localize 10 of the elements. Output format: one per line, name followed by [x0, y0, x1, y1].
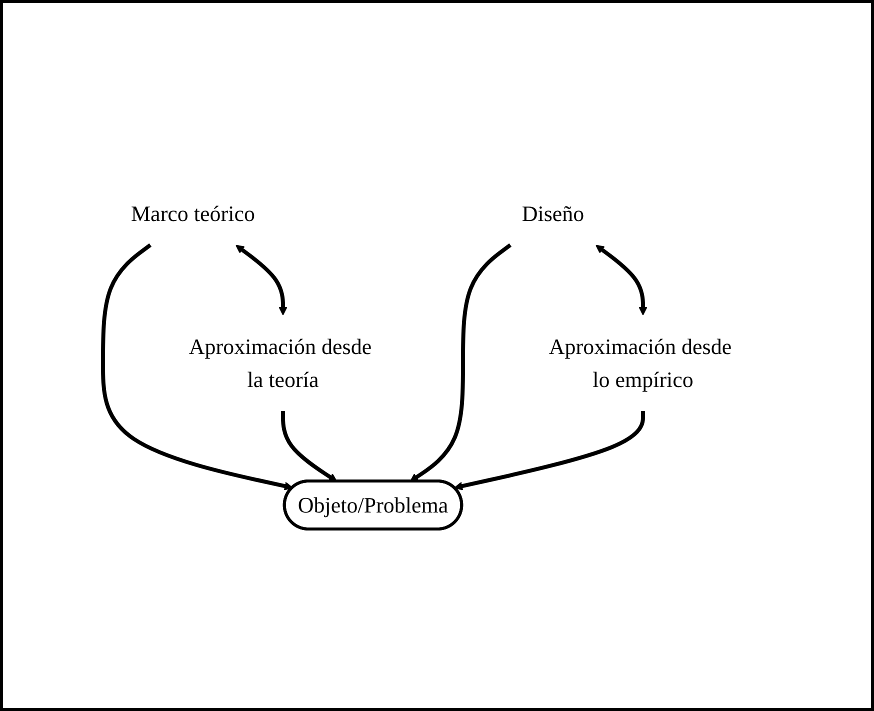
- node-text: Aproximación desde lo empírico: [548, 334, 732, 392]
- arrow: [410, 243, 512, 482]
- arrow: [281, 411, 338, 482]
- arrow: [596, 244, 648, 316]
- node-text: Aproximación desde la teoría: [188, 334, 372, 392]
- node-text: Diseño: [522, 201, 584, 226]
- arrow: [236, 244, 288, 316]
- arrow: [454, 411, 645, 490]
- node-text: Marco teórico: [131, 201, 255, 226]
- arrow: [101, 243, 294, 490]
